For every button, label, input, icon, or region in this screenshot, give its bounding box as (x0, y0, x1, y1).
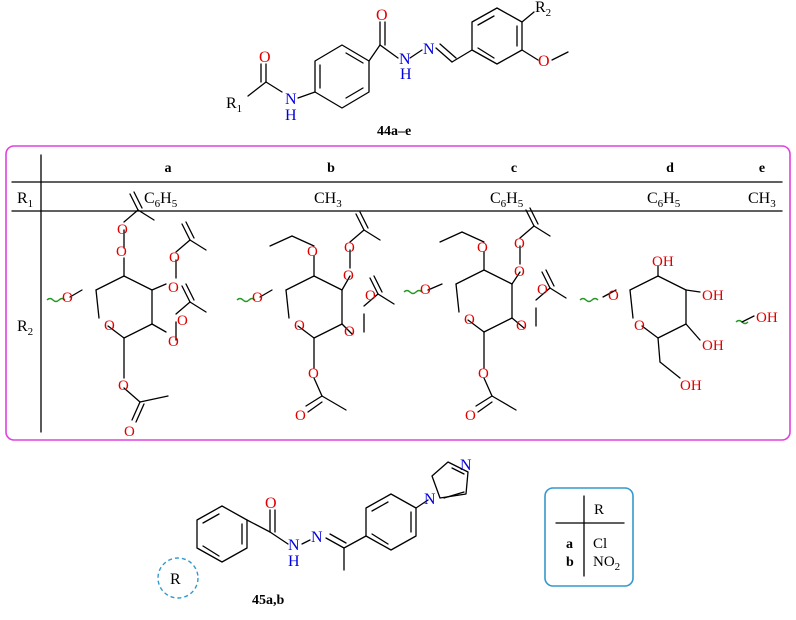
compound-45-atoms: O N H N N N R (170, 457, 472, 588)
column-header-e: e (759, 161, 765, 176)
atom-nitrogen: N (399, 51, 411, 68)
legend-key-a: a (566, 537, 573, 552)
svg-text:O: O (116, 244, 127, 260)
substituent-legend: R a Cl b NO2 (544, 487, 634, 587)
r2-structure-e: OH (735, 310, 778, 326)
r1-value-e: CH3 (748, 190, 776, 210)
svg-text:O: O (124, 424, 135, 440)
svg-text:O: O (343, 268, 354, 284)
svg-text:H: H (288, 553, 300, 570)
svg-text:O: O (104, 318, 115, 334)
svg-text:O: O (294, 318, 305, 334)
attachment-wavy-bond (579, 297, 599, 303)
svg-text:OH: OH (702, 338, 724, 354)
legend-value-b: NO2 (593, 554, 620, 573)
column-header-d: d (666, 161, 674, 176)
svg-text:O: O (634, 318, 645, 334)
compound-44-atoms: O N H N O N H O R1 R2 (226, 0, 551, 124)
svg-text:N: N (424, 491, 436, 508)
svg-text:N: N (311, 529, 323, 546)
atom-hydrogen: H (285, 107, 297, 124)
r1-value-c: C6H5 (490, 190, 524, 210)
r-substituent-highlight (157, 557, 199, 599)
r1-substituent-label: R1 (226, 95, 242, 115)
svg-text:O: O (308, 366, 319, 382)
atom-oxygen: O (259, 49, 271, 66)
svg-text:O: O (117, 222, 128, 238)
svg-text:OH: OH (702, 288, 724, 304)
r2-structure-d: OO OH OH OH OH (579, 254, 724, 394)
svg-text:O: O (177, 313, 188, 329)
r-substituent-label: R (170, 571, 181, 588)
compound-45-label: 45a,b (252, 593, 285, 608)
attachment-wavy-bond (403, 289, 423, 295)
svg-text:O: O (477, 240, 488, 256)
attachment-wavy-bond (236, 297, 256, 303)
row-label-r2: R2 (17, 318, 33, 338)
svg-text:O: O (465, 408, 476, 424)
svg-text:O: O (168, 334, 179, 350)
svg-text:O: O (344, 240, 355, 256)
column-header-a: a (165, 161, 172, 176)
r1-value-a: C6H5 (144, 190, 178, 210)
svg-text:OH: OH (756, 310, 778, 326)
atom-nitrogen: N (285, 91, 297, 108)
svg-text:O: O (420, 282, 431, 298)
svg-text:O: O (252, 290, 263, 306)
column-header-c: c (511, 161, 517, 176)
svg-text:O: O (478, 366, 489, 382)
svg-text:O: O (516, 318, 527, 334)
svg-text:O: O (295, 408, 306, 424)
atom-oxygen: O (538, 53, 550, 70)
column-header-b: b (327, 161, 335, 176)
svg-text:O: O (265, 495, 277, 512)
r2-structure-c: OO OO OO OO O (403, 207, 567, 424)
r2-structure-a: OO OO OO OO OO (46, 191, 207, 440)
atom-oxygen: O (376, 7, 388, 24)
svg-text:O: O (514, 264, 525, 280)
r1-value-d: C6H5 (647, 190, 681, 210)
atom-hydrogen: H (400, 66, 412, 83)
svg-text:O: O (169, 250, 180, 266)
svg-text:O: O (608, 288, 619, 304)
table-frame (5, 145, 791, 441)
svg-text:N: N (288, 537, 300, 554)
svg-text:O: O (514, 236, 525, 252)
r2-substituent-label: R2 (535, 0, 551, 19)
svg-text:O: O (365, 288, 376, 304)
r1-values-row: C6H5 CH3 C6H5 C6H5 CH3 (144, 190, 776, 210)
r2-structure-b: OO OO OO OO O (236, 211, 395, 424)
attachment-wavy-bond (46, 297, 66, 303)
legend-frame (544, 487, 634, 587)
svg-text:OH: OH (680, 378, 702, 394)
svg-text:O: O (307, 244, 318, 260)
atom-nitrogen: N (423, 41, 435, 58)
svg-text:O: O (168, 280, 179, 296)
r1-value-b: CH3 (314, 190, 342, 210)
svg-text:O: O (118, 378, 129, 394)
legend-value-a: Cl (593, 536, 607, 552)
compound-44-structure (247, 7, 569, 109)
row-label-r1: R1 (17, 190, 33, 210)
compound-44-label: 44a–e (377, 124, 411, 139)
compound-45-structure (157, 461, 469, 599)
legend-key-b: b (566, 555, 574, 570)
legend-header: R (594, 502, 604, 518)
svg-text:OH: OH (652, 254, 674, 270)
svg-text:O: O (537, 282, 548, 298)
svg-text:N: N (460, 457, 472, 474)
svg-text:O: O (464, 312, 475, 328)
table-column-headers: a b c d e (165, 161, 766, 176)
svg-text:O: O (62, 290, 73, 306)
svg-text:O: O (344, 324, 355, 340)
